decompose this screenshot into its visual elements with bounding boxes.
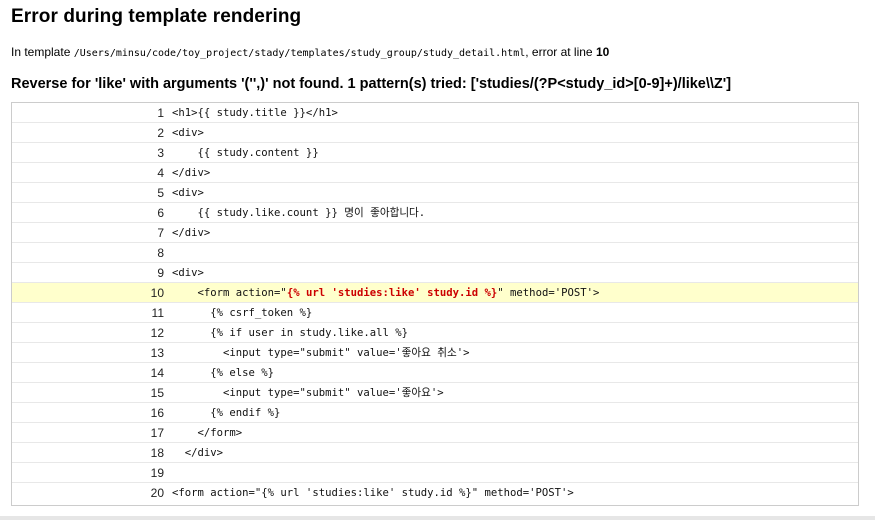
source-line: {% csrf_token %} [172, 307, 313, 319]
source-row: 5 <div> [12, 183, 858, 203]
source-line: <div> [172, 187, 204, 199]
line-number: 4 [157, 166, 164, 180]
source-row: 20 <form action="{% url 'studies:like' st… [12, 483, 858, 503]
line-number: 3 [157, 146, 164, 160]
source-line: <input type="submit" value='좋아요'> [172, 387, 444, 399]
error-message: Reverse for 'like' with arguments '('',)… [11, 76, 732, 92]
line-number: 6 [157, 206, 164, 220]
line-number: 5 [157, 186, 164, 200]
bottom-border [0, 516, 875, 520]
source-line: </div> [172, 167, 211, 179]
line-number: 13 [150, 346, 164, 360]
source-code-table: 1 <h1>{{ study.title }}</h1> 2 <div> 3 {{ st… [11, 102, 859, 506]
source-line: {{ study.content }} [172, 147, 319, 159]
line-number: 14 [150, 366, 164, 380]
line-number: 2 [157, 126, 164, 140]
source-line: <div> [172, 267, 204, 279]
source-row: 6 {{ study.like.count }} 명이 좋아합니다. [12, 203, 858, 223]
source-line: {% else %} [172, 367, 275, 379]
source-row: 8 [12, 243, 858, 263]
line-number: 8 [157, 246, 164, 260]
source-row: 4 </div> [12, 163, 858, 183]
source-line: </div> [172, 447, 224, 459]
line-number: 12 [150, 326, 164, 340]
source-line: <div> [172, 127, 204, 139]
source-after-error: " method='POST'> [497, 287, 600, 299]
source-row: 16 {% endif %} [12, 403, 858, 423]
source-line: {{ study.like.count }} 명이 좋아합니다. [172, 207, 426, 219]
line-number: 9 [157, 266, 164, 280]
template-prefix: In template [11, 45, 74, 59]
line-number: 15 [150, 386, 164, 400]
source-line: {% endif %} [172, 407, 281, 419]
line-number: 19 [150, 466, 164, 480]
line-number: 11 [151, 306, 164, 320]
source-row: 1 <h1>{{ study.title }}</h1> [12, 103, 858, 123]
source-line: <form action="{% url 'studies:like' stud… [172, 487, 574, 499]
source-before-error: <form action=" [172, 287, 287, 299]
template-info: In template /Users/minsu/code/toy_projec… [11, 45, 609, 59]
source-line: {% if user in study.like.all %} [172, 327, 408, 339]
line-number: 17 [150, 426, 164, 440]
source-row: 3 {{ study.content }} [12, 143, 858, 163]
line-number: 7 [157, 226, 164, 240]
source-row: 14 {% else %} [12, 363, 858, 383]
source-line: </div> [172, 227, 211, 239]
source-row: 11 {% csrf_token %} [12, 303, 858, 323]
line-number: 16 [150, 406, 164, 420]
source-row: 18 </div> [12, 443, 858, 463]
source-line: <form action="{% url 'studies:like' stud… [172, 283, 600, 302]
source-error-segment: {% url 'studies:like' study.id %} [286, 287, 498, 299]
line-number: 20 [150, 486, 164, 500]
source-row: 2 <div> [12, 123, 858, 143]
line-number: 18 [150, 446, 164, 460]
line-number: 10 [150, 286, 164, 300]
source-row: 10 <form action="{% url 'studies:like' s… [12, 283, 858, 303]
source-line: <h1>{{ study.title }}</h1> [172, 107, 338, 119]
source-line: </form> [172, 427, 243, 439]
template-middle: , error at line [525, 45, 596, 59]
source-line: <input type="submit" value='좋아요 취소'> [172, 347, 470, 359]
source-row: 15 <input type="submit" value='좋아요'> [12, 383, 858, 403]
template-path: /Users/minsu/code/toy_project/stady/temp… [73, 48, 526, 59]
source-row: 19 [12, 463, 858, 483]
error-line-number: 10 [595, 45, 610, 59]
page-title: Error during template rendering [11, 6, 302, 27]
source-row: 12 {% if user in study.like.all %} [12, 323, 858, 343]
source-row: 17 </form> [12, 423, 858, 443]
source-row: 9 <div> [12, 263, 858, 283]
source-row: 13 <input type="submit" value='좋아요 취소'> [12, 343, 858, 363]
line-number: 1 [157, 106, 164, 120]
source-rows: 1 <h1>{{ study.title }}</h1> 2 <div> 3 {{ st… [12, 103, 858, 503]
source-row: 7 </div> [12, 223, 858, 243]
